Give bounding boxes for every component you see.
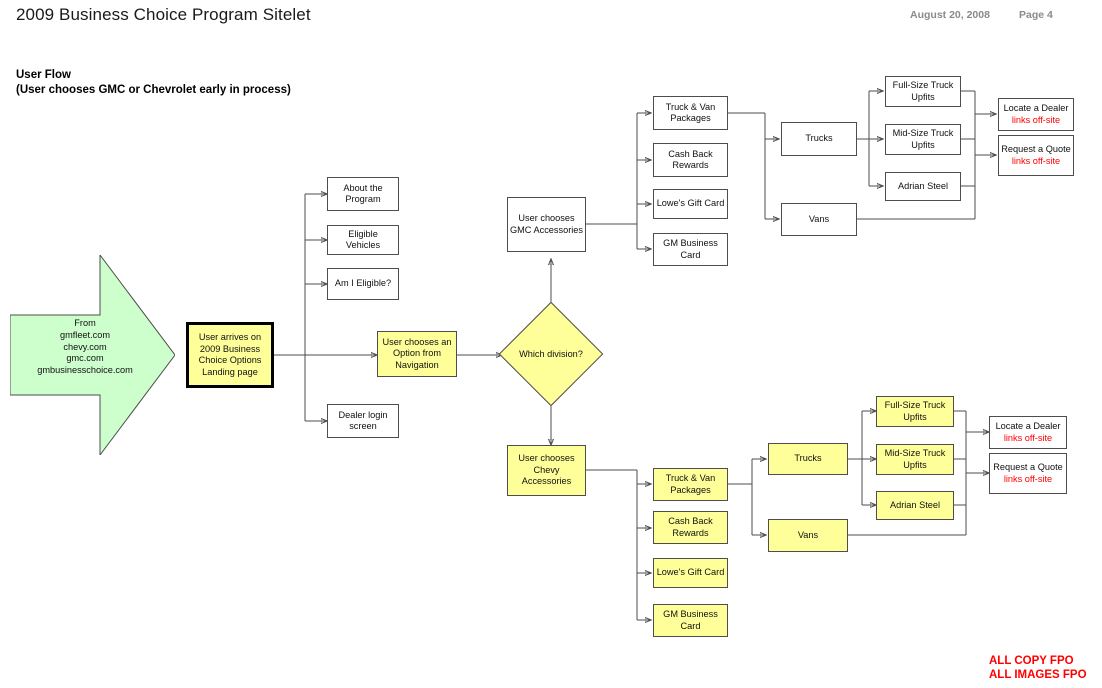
node-chevy-offer-cash-back-rewards[interactable]: Cash Back Rewards [653, 511, 728, 544]
node-chevy-accessories[interactable]: User chooses Chevy Accessories [507, 445, 586, 496]
page-title: 2009 Business Choice Program Sitelet [16, 5, 311, 24]
footer-fpo-note: ALL COPY FPO ALL IMAGES FPO [989, 654, 1087, 682]
node-choose-option-from-navigation[interactable]: User chooses an Option from Navigation [377, 331, 457, 377]
section-heading: User Flow (User chooses GMC or Chevrolet… [16, 68, 291, 98]
node-chevy-action-request-a-quote-note: links off-site [1003, 473, 1053, 484]
node-gmc-action-request-a-quote-label: Request a Quote [1001, 144, 1071, 154]
node-chevy-upfit-adrian-steel[interactable]: Adrian Steel [876, 491, 954, 520]
node-chevy-action-request-a-quote[interactable]: Request a Quote links off-site [989, 453, 1067, 494]
node-chevy-upfit-mid-size-truck[interactable]: Mid-Size Truck Upfits [876, 444, 954, 475]
node-gmc-accessories[interactable]: User chooses GMC Accessories [507, 197, 586, 252]
node-gmc-upfit-mid-size-truck[interactable]: Mid-Size Truck Upfits [885, 124, 961, 155]
node-chevy-offer-lowes-gift-card[interactable]: Lowe's Gift Card [653, 558, 728, 588]
section-subtitle: (User chooses GMC or Chevrolet early in … [16, 84, 291, 96]
node-gmc-offer-gm-business-card[interactable]: GM Business Card [653, 233, 728, 266]
node-chevy-vehicle-trucks[interactable]: Trucks [768, 443, 848, 475]
node-chevy-vehicle-vans[interactable]: Vans [768, 519, 848, 552]
node-gmc-action-request-a-quote[interactable]: Request a Quote links off-site [998, 135, 1074, 176]
node-gmc-offer-truck-van-packages[interactable]: Truck & Van Packages [653, 96, 728, 130]
entry-line-2: gmfleet.com [59, 329, 111, 340]
node-gmc-vehicle-trucks[interactable]: Trucks [781, 122, 857, 156]
entry-line-1: From [74, 318, 96, 328]
node-eligible-vehicles[interactable]: Eligible Vehicles [327, 225, 399, 255]
node-gmc-action-locate-a-dealer-note: links off-site [1011, 114, 1061, 125]
node-gmc-offer-cash-back-rewards[interactable]: Cash Back Rewards [653, 143, 728, 177]
entry-source-label: From gmfleet.com chevy.com gmc.com gmbus… [10, 318, 160, 377]
node-dealer-login-screen[interactable]: Dealer login screen [327, 404, 399, 438]
node-gmc-vehicle-vans[interactable]: Vans [781, 203, 857, 236]
node-gmc-upfit-adrian-steel[interactable]: Adrian Steel [885, 172, 961, 201]
header-page-number: Page 4 [1019, 9, 1053, 21]
node-chevy-upfit-full-size-truck[interactable]: Full-Size Truck Upfits [876, 396, 954, 427]
node-gmc-action-locate-a-dealer[interactable]: Locate a Dealer links off-site [998, 98, 1074, 131]
node-chevy-action-locate-a-dealer[interactable]: Locate a Dealer links off-site [989, 416, 1067, 449]
decision-which-division[interactable]: Which division? [519, 349, 583, 359]
node-chevy-offer-truck-van-packages[interactable]: Truck & Van Packages [653, 468, 728, 501]
node-am-i-eligible[interactable]: Am I Eligible? [327, 268, 399, 300]
node-landing-page[interactable]: User arrives on 2009 Business Choice Opt… [186, 322, 274, 388]
footer-fpo-line-2: ALL IMAGES FPO [989, 669, 1087, 681]
node-chevy-action-locate-a-dealer-note: links off-site [1003, 432, 1053, 443]
node-chevy-action-request-a-quote-label: Request a Quote [993, 462, 1063, 472]
header-date: August 20, 2008 [910, 9, 990, 21]
node-gmc-action-locate-a-dealer-label: Locate a Dealer [1003, 103, 1069, 113]
entry-line-3: chevy.com [63, 341, 107, 352]
entry-line-4: gmc.com [66, 353, 104, 364]
entry-source-arrow [10, 255, 175, 455]
node-chevy-action-locate-a-dealer-label: Locate a Dealer [995, 421, 1061, 431]
node-about-the-program[interactable]: About the Program [327, 177, 399, 211]
node-gmc-action-request-a-quote-note: links off-site [1011, 155, 1061, 166]
node-gmc-upfit-full-size-truck[interactable]: Full-Size Truck Upfits [885, 76, 961, 107]
node-gmc-offer-lowes-gift-card[interactable]: Lowe's Gift Card [653, 189, 728, 219]
node-chevy-offer-gm-business-card[interactable]: GM Business Card [653, 604, 728, 637]
section-title: User Flow [16, 69, 71, 81]
footer-fpo-line-1: ALL COPY FPO [989, 655, 1074, 667]
entry-line-5: gmbusinesschoice.com [37, 365, 133, 376]
